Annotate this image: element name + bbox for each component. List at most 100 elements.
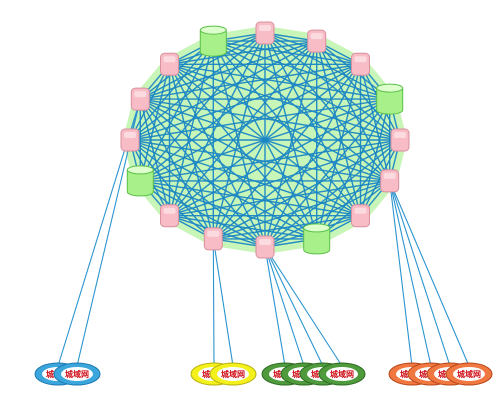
router-node[interactable]: [390, 128, 410, 152]
switch-node[interactable]: [376, 83, 404, 115]
router-highlight: [163, 56, 176, 63]
mesh-link: [212, 63, 362, 240]
mesh-link: [213, 40, 390, 100]
mesh-link: [139, 98, 361, 217]
switch-top-icon: [376, 83, 404, 93]
router-icon: [380, 169, 400, 193]
router-node[interactable]: [130, 87, 150, 111]
router-node[interactable]: [160, 52, 179, 76]
mesh-link: [129, 139, 214, 240]
metro-network-oval[interactable]: 城域网: [209, 362, 257, 386]
router-highlight: [259, 25, 271, 31]
router-icon: [255, 235, 275, 259]
mesh-link: [264, 40, 318, 248]
mesh-link: [169, 63, 391, 182]
router-icon: [160, 52, 179, 76]
router-node[interactable]: [120, 128, 140, 152]
access-link: [264, 246, 286, 367]
mesh-link: [139, 98, 171, 216]
metro-network-oval[interactable]: 城域网: [53, 362, 101, 386]
access-link: [264, 246, 324, 367]
router-highlight: [383, 172, 396, 179]
metro-network-label-bg: [326, 367, 358, 381]
mesh-link: [139, 98, 214, 240]
metro-network-label-bg: [453, 367, 485, 381]
router-highlight: [207, 230, 220, 237]
mesh-link: [129, 98, 390, 141]
mesh-link: [129, 40, 214, 141]
router-node[interactable]: [203, 227, 223, 251]
access-link: [389, 180, 432, 367]
metro-network-oval[interactable]: 城域网: [318, 362, 366, 386]
router-icon: [307, 29, 327, 53]
router-icon: [255, 21, 275, 45]
mesh-link: [168, 40, 214, 216]
mesh-link: [169, 215, 317, 240]
access-links: [57, 98, 470, 367]
router-icon: [351, 204, 370, 228]
full-mesh-links: [129, 32, 401, 248]
access-link: [212, 238, 215, 367]
mesh-link: [139, 64, 171, 182]
switch-body-icon: [126, 169, 154, 197]
metro-clusters: 城域网城域网城域网城域网城域网城域网城域网城域网城域网城域网城域网城域网: [34, 362, 493, 386]
mesh-link: [129, 139, 390, 182]
mesh-link: [212, 40, 401, 141]
mesh-link: [212, 40, 318, 240]
metro-network-oval[interactable]: 城域网: [445, 362, 493, 386]
mesh-link: [264, 32, 391, 100]
mesh-link: [359, 64, 391, 182]
switch-node[interactable]: [126, 165, 154, 197]
access-link: [389, 180, 451, 367]
metro-network-label: 城域网: [330, 369, 354, 379]
mesh-link: [316, 139, 401, 240]
mesh-link: [140, 139, 401, 182]
access-link: [389, 180, 470, 367]
switch-body-icon: [199, 29, 227, 57]
access-link: [264, 246, 305, 367]
mesh-link: [264, 180, 391, 248]
mesh-link: [169, 40, 317, 65]
mesh-link: [139, 98, 266, 248]
router-node[interactable]: [307, 29, 327, 53]
mesh-link: [169, 98, 391, 217]
mesh-link: [169, 63, 401, 141]
access-link: [264, 246, 343, 367]
mesh-link: [212, 40, 391, 182]
mesh-link: [212, 40, 266, 248]
router-highlight: [310, 33, 323, 40]
router-highlight: [163, 207, 176, 214]
router-node[interactable]: [255, 235, 275, 259]
router-node[interactable]: [255, 21, 275, 45]
mesh-link: [168, 40, 318, 217]
router-node[interactable]: [160, 204, 179, 228]
mesh-link: [316, 40, 401, 141]
metro-network-label: 城域网: [65, 369, 89, 379]
switch-node[interactable]: [303, 223, 331, 255]
router-node[interactable]: [380, 169, 400, 193]
router-highlight: [134, 91, 147, 98]
router-node[interactable]: [351, 204, 370, 228]
mesh-link: [139, 32, 266, 100]
router-icon: [203, 227, 223, 251]
switch-node[interactable]: [199, 25, 227, 57]
metro-network-label-bg: [61, 367, 93, 381]
router-highlight: [259, 239, 271, 245]
metro-network-label: 城域网: [221, 369, 245, 379]
mesh-link: [139, 63, 361, 182]
router-node[interactable]: [351, 52, 370, 76]
metro-network-label-bg: [217, 367, 249, 381]
switch-body-icon: [376, 87, 404, 115]
router-icon: [390, 128, 410, 152]
mesh-link: [213, 40, 361, 65]
mesh-link: [168, 63, 318, 240]
router-icon: [120, 128, 140, 152]
mesh-link: [139, 40, 214, 182]
mesh-link: [129, 139, 318, 240]
switch-top-icon: [126, 165, 154, 175]
backbone-nodes: [120, 21, 410, 259]
